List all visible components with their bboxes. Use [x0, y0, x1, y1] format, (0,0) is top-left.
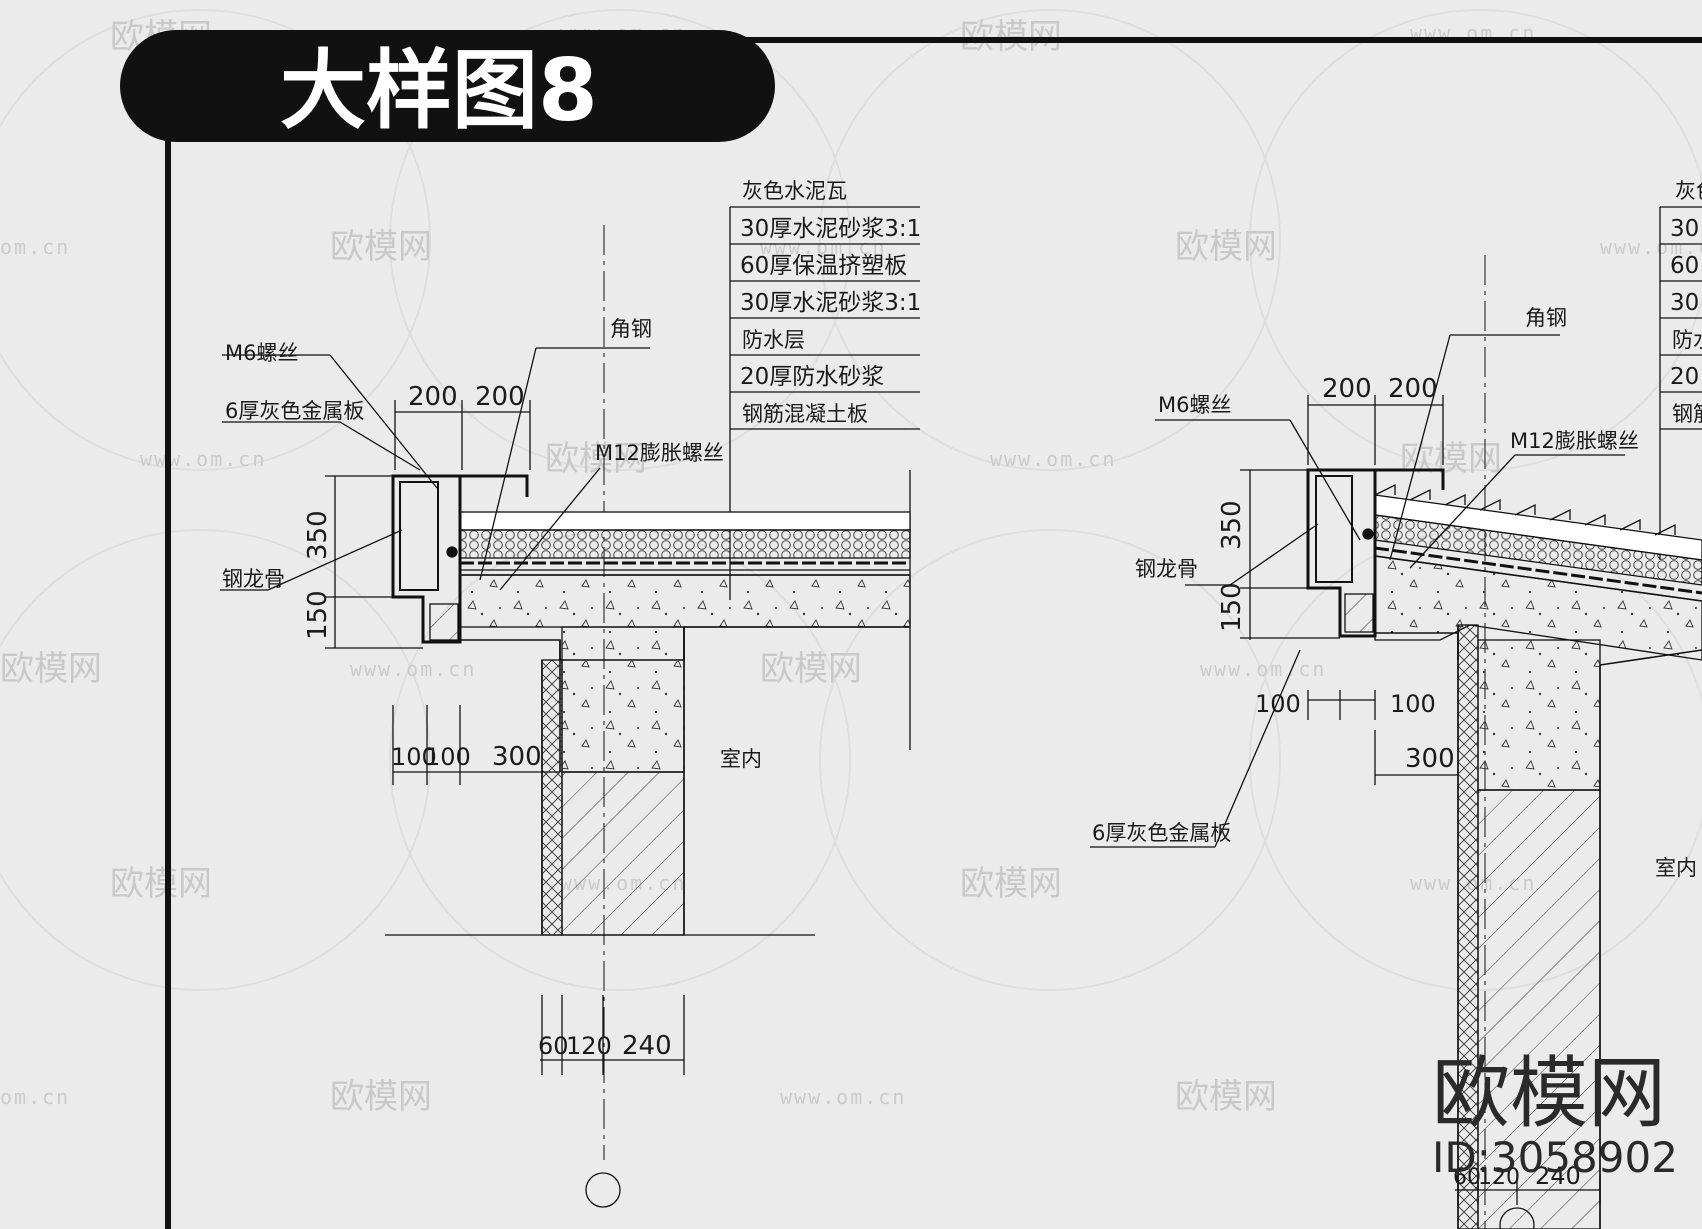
m12-bolt-label: M12膨胀螺丝 — [595, 441, 724, 465]
angle-steel-label: 角钢 — [610, 317, 652, 341]
page-title: 大样图8 — [280, 41, 598, 141]
watermark-brand: 欧模网 — [960, 864, 1062, 904]
dimension-label: 200 — [408, 382, 458, 412]
layer-label: 60厚保温挤塑板 — [740, 253, 907, 279]
dimension-label: 350 — [1217, 500, 1247, 550]
dimension-label: 100 — [425, 743, 471, 771]
layer-label: 防水层 — [742, 328, 805, 352]
metal-panel-label: 6厚灰色金属板 — [225, 399, 364, 423]
dimension-label: 120 — [1478, 1165, 1520, 1190]
layer-label: 20厚防水砂浆 — [740, 364, 884, 390]
dimension-label: 200 — [1388, 374, 1438, 404]
corner-brand: 欧模网 — [1432, 1049, 1666, 1139]
layer-label: 钢筋混凝土板 — [742, 402, 868, 426]
right-detail-text: 灰色 30 60 30 防水 20 钢筋 角钢 M6螺丝 M12膨胀螺丝 钢龙骨… — [1092, 179, 1702, 1190]
watermark-url: www.om.cn — [140, 447, 266, 471]
layer-label: 30厚水泥砂浆3:1 — [740, 290, 921, 316]
dimension-label: 60 — [538, 1032, 569, 1060]
dimension-label: 200 — [475, 382, 525, 412]
dimension-label: 240 — [1535, 1162, 1581, 1190]
angle-steel-label: 角钢 — [1525, 306, 1567, 330]
layer-label: 30 — [1670, 216, 1699, 242]
watermark-brand: 欧模网 — [1175, 227, 1277, 267]
watermark-brand: 欧模网 — [1175, 1077, 1277, 1117]
layer-label: 60 — [1670, 253, 1699, 279]
watermark-brand: 欧模网 — [110, 864, 212, 904]
dimension-label: 120 — [566, 1032, 612, 1060]
m6-screw-label: M6螺丝 — [1158, 393, 1231, 417]
indoor-label: 室内 — [1655, 856, 1697, 880]
dimension-label: 100 — [1390, 690, 1436, 718]
dimension-label: 150 — [303, 590, 333, 640]
layer-label: 30 — [1670, 290, 1699, 316]
watermark-brand: 欧模网 — [1400, 439, 1502, 479]
dimension-label: 350 — [303, 510, 333, 560]
layer-label: 20 — [1670, 364, 1699, 390]
watermark-url: www.om.cn — [760, 235, 886, 259]
title-banner: 大样图8 — [120, 30, 775, 142]
left-detail-text: 灰色水泥瓦 30厚水泥砂浆3:1 60厚保温挤塑板 30厚水泥砂浆3:1 防水层… — [222, 179, 921, 1061]
watermark-url: om.cn — [0, 1085, 70, 1109]
metal-panel-label: 6厚灰色金属板 — [1092, 821, 1231, 845]
watermark-url: www.om.cn — [1600, 235, 1702, 259]
layer-label: 防水 — [1672, 328, 1702, 352]
m6-screw-label: M6螺丝 — [225, 341, 298, 365]
watermark-brand: 欧模网 — [330, 227, 432, 267]
dimension-label: 100 — [391, 743, 437, 771]
dimension-label: 200 — [1322, 374, 1372, 404]
m12-bolt-label: M12膨胀螺丝 — [1510, 429, 1639, 453]
layer-label: 钢筋 — [1672, 402, 1702, 426]
right-detail — [1090, 206, 1702, 1229]
watermark-url: www.om.cn — [780, 1085, 906, 1109]
watermark-url: www.om.cn — [990, 447, 1116, 471]
watermark-brand: 欧模网 — [0, 649, 102, 689]
watermark-rings — [0, 9, 1702, 991]
dimension-label: 100 — [1255, 690, 1301, 718]
layer-label: 灰色水泥瓦 — [742, 179, 847, 203]
sheet-frame — [165, 37, 1702, 1229]
dimension-label: 300 — [1405, 744, 1455, 774]
watermark-url: www.om.cn — [1200, 657, 1326, 681]
left-detail — [220, 206, 920, 1208]
layer-label: 30厚水泥砂浆3:1 — [740, 216, 921, 242]
steel-keel-label: 钢龙骨 — [1135, 557, 1198, 581]
watermark-brand: 欧模网 — [760, 649, 862, 689]
watermark-brand: 欧模网 — [330, 1077, 432, 1117]
corner-brand-stamp: 欧模网 ID:3058902 — [1432, 1049, 1678, 1182]
dimension-label: 240 — [622, 1031, 672, 1061]
corner-id: ID:3058902 — [1432, 1133, 1678, 1182]
watermark-url: om.cn — [0, 235, 70, 259]
steel-keel-label: 钢龙骨 — [222, 567, 285, 591]
indoor-label: 室内 — [720, 747, 762, 771]
layer-label: 灰色 — [1675, 179, 1702, 203]
dimension-label: 150 — [1217, 582, 1247, 632]
dimension-label: 60 — [1453, 1165, 1481, 1190]
watermark-url: www.om.cn — [350, 657, 476, 681]
dimension-label: 300 — [492, 742, 542, 772]
